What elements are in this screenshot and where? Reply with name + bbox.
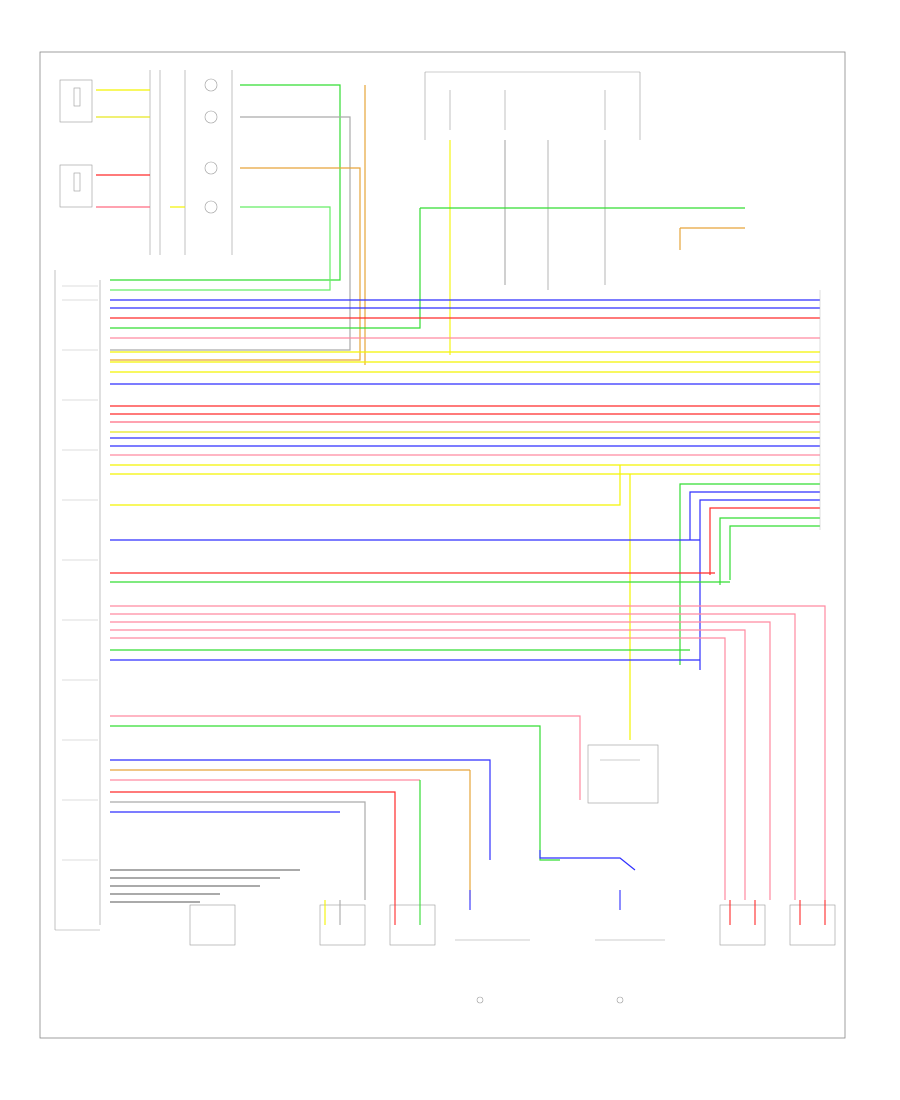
bottom-connector-wires — [324, 890, 826, 925]
fuse-box — [424, 71, 641, 140]
diagram-frame — [39, 51, 846, 1039]
pin-label-ticks — [62, 285, 98, 861]
right-branch-wires — [110, 465, 820, 740]
main-harness — [110, 299, 820, 475]
lower-harness — [110, 539, 826, 900]
side-airbag-connector-group — [59, 70, 233, 255]
seat-belt-tensioner-box — [587, 744, 659, 804]
bottom-ground-wires — [110, 869, 300, 903]
top-left-wires — [96, 84, 366, 365]
bottom-components — [189, 904, 836, 1004]
switch-feed-wires — [110, 715, 636, 900]
srs-unit-connector — [54, 270, 101, 931]
top-right-green-wire — [110, 207, 745, 329]
fuse-feed-wires — [449, 140, 606, 355]
